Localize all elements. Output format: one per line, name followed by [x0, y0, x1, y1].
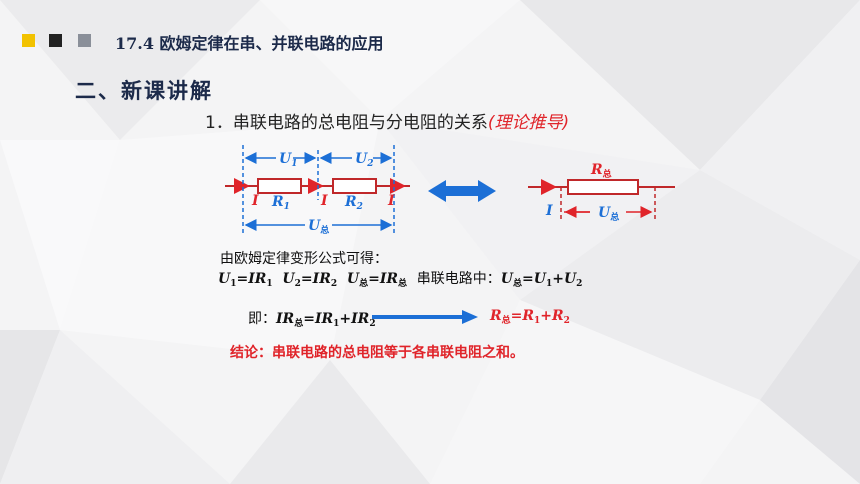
header-square-yellow	[22, 34, 35, 47]
header-title: 17.4 欧姆定律在串、并联电路的应用	[115, 34, 384, 53]
section-title: 二、新课讲解	[75, 79, 213, 103]
header-square-black	[49, 34, 62, 47]
subtitle: 1．串联电路的总电阻与分电阻的关系(理论推导)	[205, 108, 569, 133]
formula-line-1: U1=IR1 U2=IR2 U总=IR总 串联电路中：U总=U1+U2	[218, 271, 583, 289]
ji-label: 即：	[248, 311, 276, 327]
header-square-gray	[78, 34, 91, 47]
formula-line-2: 即：IR总=IR1+IR2	[248, 311, 376, 329]
subtitle-text: 1．串联电路的总电阻与分电阻的关系	[205, 113, 488, 133]
derivation-intro: 由欧姆定律变形公式可得：	[220, 251, 388, 267]
subtitle-note: (理论推导)	[487, 113, 570, 133]
formula-result: R总=R1+R2	[490, 308, 570, 326]
conclusion: 结论：串联电路的总电阻等于各串联电阻之和。	[230, 345, 524, 361]
series-label: 串联电路中：	[416, 271, 501, 287]
